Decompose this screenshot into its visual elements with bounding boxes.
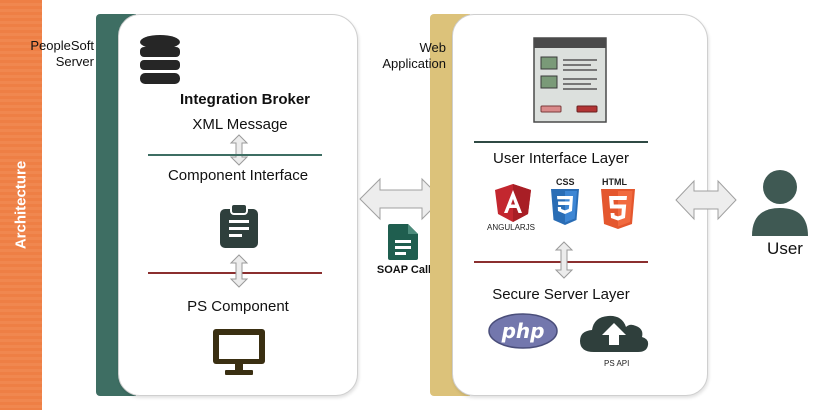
monitor-icon [213,329,265,375]
clipboard-icon [220,203,258,248]
secure-server-layer-label: Secure Server Layer [492,286,630,303]
xml-message-label: XML Message [192,116,288,133]
css-label: CSS [556,177,575,187]
ps-component-label: PS Component [187,298,289,315]
architecture-label: Architecture [12,160,30,250]
document-icon [388,224,418,260]
architecture-band: Architecture [0,0,42,410]
cloud-upload-icon [580,315,649,352]
ps-divider-bottom [148,272,322,274]
web-to-user-arrow [675,179,737,221]
ps-api-label: PS API [604,359,630,368]
peoplesoft-server-label: PeopleSoft Server [30,38,94,69]
database-icon [140,35,180,84]
html5-icon [601,189,635,229]
html-label: HTML [602,177,627,187]
php-icon: php [488,313,558,349]
component-to-ps-arrow [229,254,249,288]
ps-divider-top [148,154,322,156]
web-page-icon [533,37,607,123]
angularjs-label: ANGULARJS [487,223,536,232]
user-interface-layer-label: User Interface Layer [493,150,629,167]
component-interface-label: Component Interface [167,167,309,184]
ui-to-secure-arrow [554,241,574,279]
angularjs-icon [495,184,531,222]
php-label: php [501,319,545,343]
xml-to-component-arrow [229,134,249,166]
integration-broker-title: Integration Broker [179,91,311,108]
soap-call-label: SOAP Call [376,264,432,276]
css3-icon [551,189,579,225]
user-label: User [767,239,803,258]
web-application-label: Web Application [382,40,446,71]
user-icon [752,170,808,236]
web-divider-top [474,141,648,143]
